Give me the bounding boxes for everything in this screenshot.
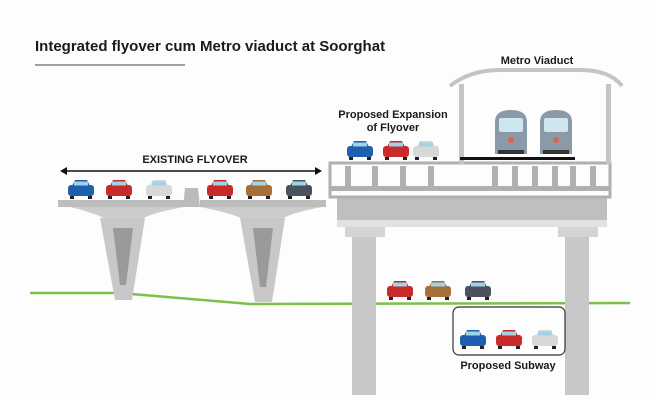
baluster (400, 166, 406, 186)
car-icon (460, 330, 486, 349)
train-icon (495, 110, 527, 154)
subway-box (452, 306, 566, 356)
car-icon (246, 180, 272, 199)
proposed-expansion-label-1: Proposed Expansion (338, 109, 448, 121)
car-icon (413, 141, 439, 160)
car-icon (146, 180, 172, 199)
subway-cars (460, 330, 558, 349)
baluster (428, 166, 434, 186)
car-icon (532, 330, 558, 349)
span-arrow (60, 167, 322, 175)
metro-viaduct-label: Metro Viaduct (501, 55, 574, 67)
expanded-viaduct (328, 161, 612, 395)
car-icon (68, 180, 94, 199)
title: Integrated flyover cum Metro viaduct at … (35, 38, 385, 55)
baluster (372, 166, 378, 186)
car-icon (387, 281, 413, 300)
baluster (590, 166, 596, 186)
ground-line (30, 291, 631, 306)
existing-flyover-label: EXISTING FLYOVER (142, 154, 247, 166)
car-icon (207, 180, 233, 199)
railing (345, 166, 596, 186)
proposed-expansion-label-2: of Flyover (367, 122, 420, 134)
car-icon (106, 180, 132, 199)
existing-flyover-cars (68, 180, 312, 199)
train-icon (540, 110, 572, 154)
car-icon (465, 281, 491, 300)
baluster (532, 166, 538, 186)
metro-canopy (448, 68, 624, 164)
car-icon (425, 281, 451, 300)
baluster (492, 166, 498, 186)
baluster (512, 166, 518, 186)
car-icon (383, 141, 409, 160)
car-icon (286, 180, 312, 199)
existing-flyover (58, 188, 326, 302)
car-icon (496, 330, 522, 349)
expansion-cars (347, 141, 439, 160)
metro-trains (495, 110, 572, 154)
baluster (345, 166, 351, 186)
proposed-subway-label: Proposed Subway (460, 360, 556, 372)
car-icon (347, 141, 373, 160)
baluster (570, 166, 576, 186)
baluster (552, 166, 558, 186)
road-cars (387, 281, 491, 300)
